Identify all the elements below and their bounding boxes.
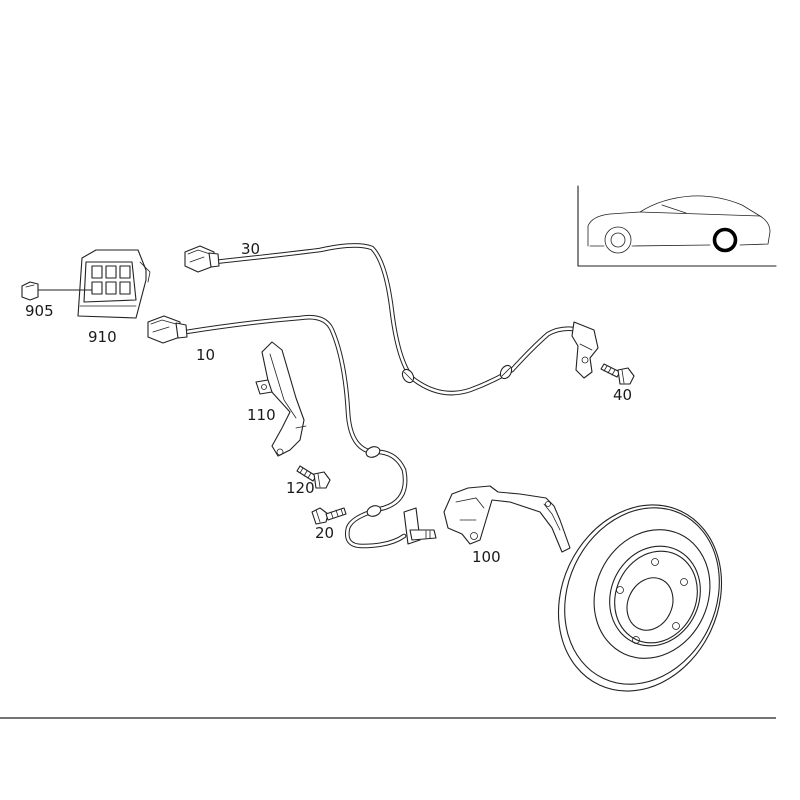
cable-grommet	[366, 505, 382, 517]
callout-120: 120	[286, 479, 315, 497]
brake-disc	[557, 504, 723, 692]
callout-20: 20	[315, 524, 334, 542]
callout-110: 110	[247, 406, 276, 424]
bolt-20	[311, 507, 347, 525]
car-silhouette	[587, 195, 771, 254]
speed-sensor	[403, 507, 437, 545]
callout-910: 910	[88, 328, 117, 346]
plug-connector-10	[147, 315, 188, 344]
wheel-location-marker	[712, 227, 738, 253]
bolt-120	[296, 465, 331, 489]
vehicle-location-inset	[577, 185, 777, 267]
callout-10: 10	[196, 346, 215, 364]
cable-grommet	[499, 364, 513, 380]
callout-100: 100	[472, 548, 501, 566]
callout-905: 905	[25, 302, 54, 320]
callout-40: 40	[613, 386, 632, 404]
bracket-110	[255, 341, 307, 457]
splash-shield-100	[443, 485, 571, 553]
plug-connector-30	[184, 245, 220, 273]
cable-grommet	[365, 446, 381, 458]
callout-30: 30	[241, 240, 260, 258]
connector-housing-910	[77, 249, 151, 319]
cable-grommet	[401, 368, 415, 384]
bolt-40	[600, 363, 635, 385]
speed-sensor-rear	[571, 321, 599, 379]
connector-plug-905	[21, 281, 93, 301]
